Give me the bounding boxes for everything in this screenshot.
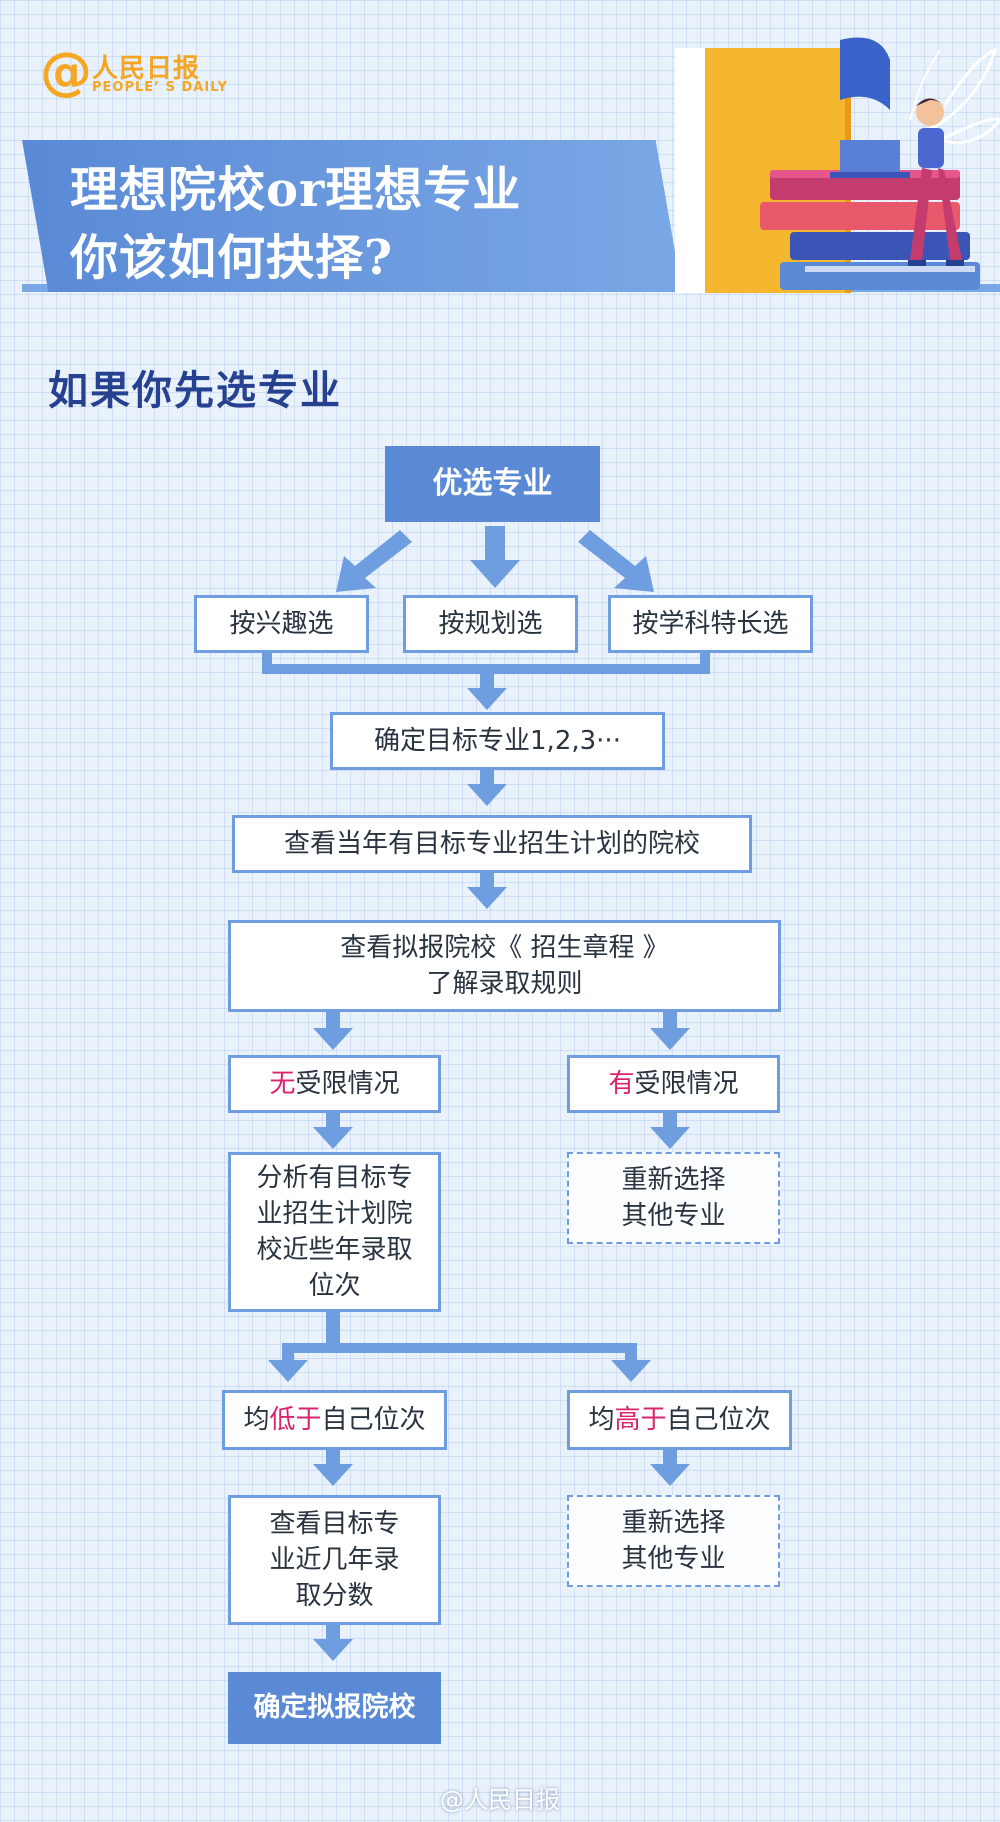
rules-line1: 查看拟报院校《 招生章程 》 (340, 933, 669, 963)
scores-line3: 取分数 (295, 1581, 374, 1611)
split-stem (326, 1312, 340, 1352)
option-plan: 按规划选 (403, 595, 578, 653)
analyze-line4: 位次 (308, 1271, 361, 1301)
logo-at-icon: @ (40, 42, 92, 102)
step-check-schools: 查看当年有目标专业招生计划的院校 (232, 815, 752, 873)
arrow-right-diagonal (578, 530, 654, 592)
higher-hl: 高于 (614, 1405, 667, 1435)
reselect-major-1: 重新选择 其他专业 (567, 1152, 780, 1244)
start-node: 优选专业 (385, 446, 600, 522)
merge-stub-left (262, 653, 272, 673)
final-node: 确定拟报院校 (228, 1672, 441, 1744)
arrow-to-no-restriction (313, 1028, 353, 1050)
split-left-drop (282, 1343, 294, 1363)
step-read-rules: 查看拟报院校《 招生章程 》 了解录取规则 (228, 920, 781, 1012)
reselect-major-2: 重新选择 其他专业 (567, 1495, 780, 1587)
arrow-to-check (467, 784, 507, 806)
footer-watermark: @人民日报 (440, 1786, 560, 1814)
analyze-line1: 分析有目标专 (256, 1163, 413, 1193)
section-heading: 如果你先选专业 (48, 367, 342, 414)
step-check-scores: 查看目标专 业近几年录 取分数 (228, 1495, 441, 1625)
page-title-line1: 理想院校or理想专业 (70, 162, 522, 218)
arrow-stem-6 (326, 1450, 340, 1466)
split-line (282, 1343, 637, 1353)
arrow-stem-5 (663, 1113, 677, 1129)
lower-rest: 自己位次 (321, 1405, 426, 1435)
reselect2-line2: 其他专业 (621, 1544, 726, 1574)
logo: @ 人民日报 PEOPLE’ S DAILY (40, 44, 240, 104)
arrow-stem-3 (480, 873, 494, 889)
logo-subtitle: PEOPLE’ S DAILY (92, 80, 228, 95)
analyze-line2: 业招生计划院 (256, 1199, 413, 1229)
logo-name: 人民日报 (92, 54, 201, 84)
arrow-to-final (313, 1639, 353, 1661)
step-analyze-rankings: 分析有目标专 业招生计划院 校近些年录取 位次 (228, 1152, 441, 1312)
rules-line2: 了解录取规则 (426, 969, 583, 999)
lower-hl: 低于 (269, 1405, 322, 1435)
higher-rest: 自己位次 (666, 1405, 771, 1435)
arrow-to-confirm (467, 688, 507, 710)
merge-stub-right (700, 653, 710, 673)
arrow-stem-8 (326, 1625, 340, 1641)
analyze-line3: 校近些年录取 (256, 1235, 413, 1265)
scores-line1: 查看目标专 (269, 1509, 400, 1539)
lower-prefix: 均 (243, 1405, 270, 1435)
option-interest: 按兴趣选 (194, 595, 369, 653)
arrow-to-reselect-1 (650, 1127, 690, 1149)
no-prefix: 无 (269, 1069, 296, 1099)
branch-stem-right (663, 1012, 677, 1030)
branch-no-restriction: 无受限情况 (228, 1055, 441, 1113)
rank-lower: 均低于自己位次 (222, 1390, 447, 1450)
arrow-left-diagonal (336, 530, 412, 592)
higher-prefix: 均 (588, 1405, 615, 1435)
arrow-stem-4 (326, 1113, 340, 1129)
scores-line2: 业近几年录 (269, 1545, 400, 1575)
reselect2-line1: 重新选择 (621, 1508, 726, 1538)
leaf-decoration-icon (909, 47, 1000, 144)
branch-stem-left (326, 1012, 340, 1030)
yes-rest: 受限情况 (634, 1069, 739, 1099)
merge-stem (480, 674, 494, 690)
arrow-to-analyze (313, 1127, 353, 1149)
reselect1-line2: 其他专业 (621, 1201, 726, 1231)
reselect1-line1: 重新选择 (621, 1165, 726, 1195)
arrow-center-down (470, 526, 520, 588)
arrow-to-rules (467, 887, 507, 909)
arrow-stem-2 (480, 770, 494, 786)
arrow-stem-7 (663, 1450, 677, 1466)
arrow-to-scores (313, 1464, 353, 1486)
yes-prefix: 有 (608, 1069, 635, 1099)
title-banner (22, 140, 682, 292)
arrow-to-lower (268, 1360, 308, 1382)
page-title-line2: 你该如何抉择? (70, 230, 394, 286)
book-stack-illustration (675, 37, 1000, 293)
step-confirm-majors: 确定目标专业1,2,3··· (330, 712, 665, 770)
option-subject-strength: 按学科特长选 (608, 595, 813, 653)
merge-line (262, 664, 710, 674)
arrow-to-reselect-2 (650, 1464, 690, 1486)
split-right-drop (625, 1343, 637, 1363)
arrow-to-has-restriction (650, 1028, 690, 1050)
split-arrows (336, 526, 654, 592)
no-rest: 受限情况 (295, 1069, 400, 1099)
branch-has-restriction: 有受限情况 (567, 1055, 780, 1113)
rank-higher: 均高于自己位次 (567, 1390, 792, 1450)
arrow-to-higher (611, 1360, 651, 1382)
